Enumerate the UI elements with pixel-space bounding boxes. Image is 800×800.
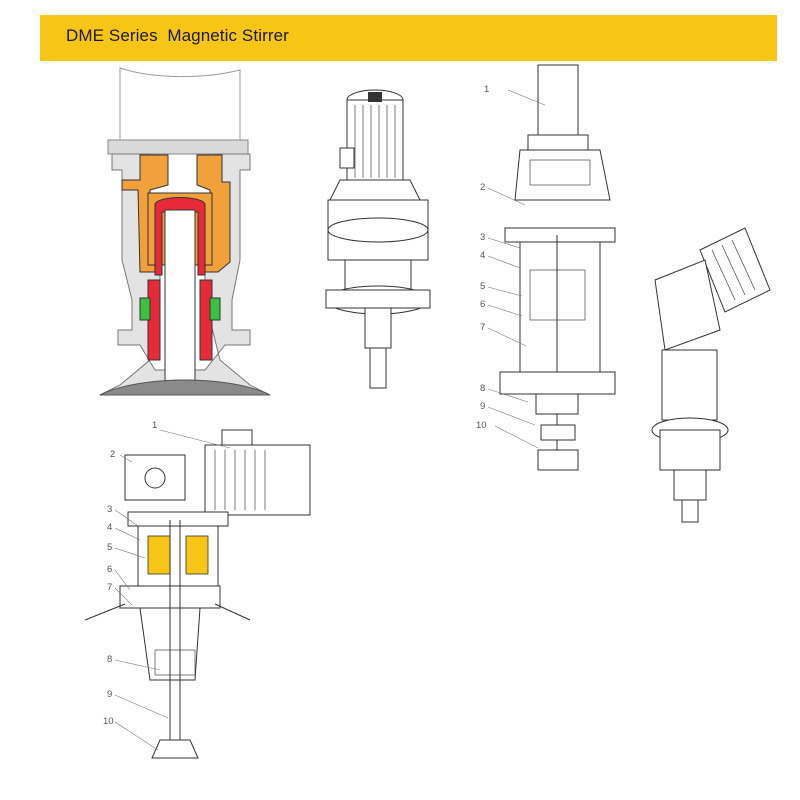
callout-bottom-7: 7 [107,582,112,593]
callout-right-6: 6 [480,299,485,310]
cross-section-figure [99,67,271,396]
page-title: DME Series Magnetic Stirrer [66,26,289,45]
callout-right-10: 10 [476,420,487,431]
callout-right-5: 5 [480,281,485,292]
callout-bottom-5: 5 [107,542,112,553]
gearmotor-figure [325,89,431,389]
callout-right-3: 3 [480,232,485,243]
callout-right-1: 1 [484,84,489,95]
callout-right-2: 2 [480,182,485,193]
callout-right-8: 8 [480,383,485,394]
callout-bottom-4: 4 [107,522,112,533]
assembly-drawing-right: 1 2 3 4 5 6 7 8 9 10 [476,64,616,471]
angled-gearmotor-figure [651,227,771,523]
title-banner: DME Series Magnetic Stirrer [40,15,777,61]
callout-right-9: 9 [480,401,485,412]
callout-bottom-1: 1 [152,420,157,431]
callout-bottom-3: 3 [107,504,112,515]
callout-bottom-10: 10 [103,716,114,727]
callout-bottom-9: 9 [107,689,112,700]
callout-right-4: 4 [480,250,485,261]
assembly-drawing-bottom: 1 2 3 4 5 6 7 8 9 10 [84,420,311,759]
callout-bottom-6: 6 [107,564,112,575]
callout-right-7: 7 [480,322,485,333]
callout-bottom-8: 8 [107,654,112,665]
callout-bottom-2: 2 [110,449,115,460]
